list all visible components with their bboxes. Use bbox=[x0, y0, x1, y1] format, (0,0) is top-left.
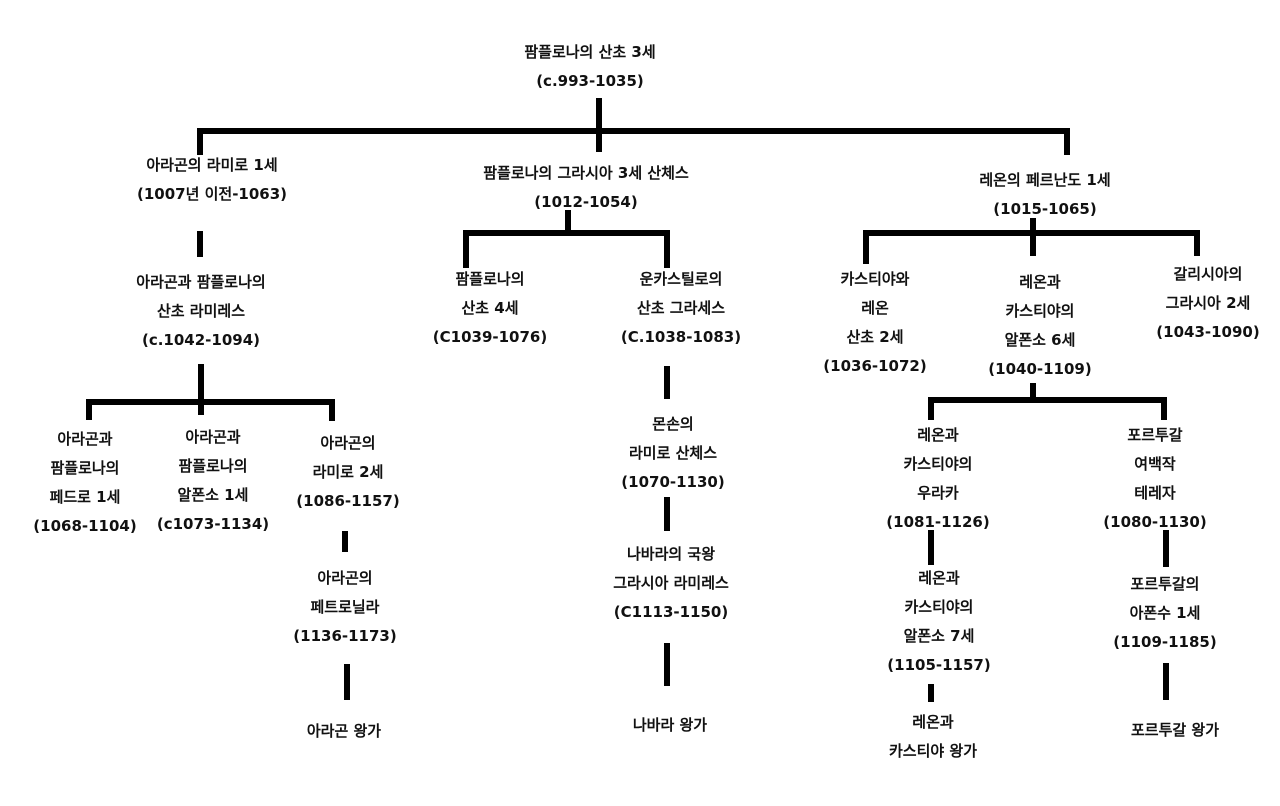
node-name: 레온과 bbox=[918, 569, 960, 587]
node-garcia-iii: 팜플로나의 그라시아 3세 산체스 (1012-1054) bbox=[483, 159, 689, 217]
node-name: 레온과 bbox=[912, 713, 954, 731]
node-name: 아라곤과 팜플로나의 bbox=[136, 273, 266, 291]
node-name: 몬손의 bbox=[652, 415, 694, 433]
node-sancho-garces: 운카스틸로의 산초 그라세스 (C.1038-1083) bbox=[621, 265, 741, 352]
node-dates: (C1039-1076) bbox=[432, 328, 548, 346]
node-name: 카스티야의 bbox=[1005, 302, 1075, 320]
node-name: 카스티야의 bbox=[904, 598, 974, 616]
node-name: 아라곤과 bbox=[57, 430, 113, 448]
node-dates: (1007년 이전-1063) bbox=[136, 185, 288, 203]
node-dates: (1068-1104) bbox=[33, 517, 137, 535]
node-name: 레온과 bbox=[917, 426, 959, 444]
node-name: 라미로 2세 bbox=[312, 463, 384, 481]
node-fernando-i: 레온의 페르난도 1세 (1015-1065) bbox=[979, 166, 1110, 224]
node-name: 알폰소 7세 bbox=[903, 627, 975, 645]
node-dates: (1080-1130) bbox=[1103, 513, 1207, 531]
node-name: 우라카 bbox=[917, 484, 959, 502]
node-name: 아라곤의 라미로 1세 bbox=[146, 156, 278, 174]
node-house-of-aragon: 아라곤 왕가 bbox=[307, 717, 381, 746]
node-name: 알폰소 1세 bbox=[177, 486, 249, 504]
node-ramiro-i: 아라곤의 라미로 1세 (1007년 이전-1063) bbox=[137, 151, 287, 209]
node-name: 레온과 bbox=[1019, 273, 1061, 291]
node-name: 그라시아 2세 bbox=[1165, 294, 1251, 312]
node-petronila: 아라곤의 페트로닐라 (1136-1173) bbox=[293, 564, 396, 651]
node-garcia-ii: 갈리시아의 그라시아 2세 (1043-1090) bbox=[1156, 260, 1259, 347]
node-house-of-navarre: 나바라 왕가 bbox=[633, 711, 707, 740]
node-dates: (1081-1126) bbox=[886, 513, 990, 531]
node-name: 카스티야 왕가 bbox=[888, 742, 978, 760]
node-garcia-ramirez: 나바라의 국왕 그라시아 라미레스 (C1113-1150) bbox=[613, 540, 729, 627]
node-dates: (c.993-1035) bbox=[536, 72, 644, 90]
node-name: 산초 라미레스 bbox=[156, 302, 246, 320]
node-name: 운카스틸로의 bbox=[639, 270, 723, 288]
node-name: 테레자 bbox=[1134, 484, 1176, 502]
node-name: 여백작 bbox=[1134, 455, 1176, 473]
node-ramiro-ii: 아라곤의 라미로 2세 (1086-1157) bbox=[296, 429, 399, 516]
node-dates: (1036-1072) bbox=[823, 357, 927, 375]
node-dates: (c1073-1134) bbox=[156, 515, 270, 533]
node-dates: (1040-1109) bbox=[988, 360, 1092, 378]
node-name: 팜플로나의 bbox=[178, 457, 248, 475]
node-sancho-ramirez: 아라곤과 팜플로나의 산초 라미레스 (c.1042-1094) bbox=[136, 268, 265, 355]
node-house-of-castile-leon: 레온과 카스티야 왕가 bbox=[889, 708, 977, 766]
node-alfonso-i: 아라곤과 팜플로나의 알폰소 1세 (c1073-1134) bbox=[157, 423, 269, 539]
node-name: 아라곤의 bbox=[317, 569, 373, 587]
node-pedro-i: 아라곤과 팜플로나의 페드로 1세 (1068-1104) bbox=[33, 425, 136, 541]
node-teresa: 포르투갈 여백작 테레자 (1080-1130) bbox=[1103, 421, 1206, 537]
node-alfonso-vii: 레온과 카스티야의 알폰소 7세 (1105-1157) bbox=[887, 564, 990, 680]
node-sancho-iv: 팜플로나의 산초 4세 (C1039-1076) bbox=[433, 265, 547, 352]
node-dates: (1086-1157) bbox=[296, 492, 400, 510]
node-name: 라미로 산체스 bbox=[628, 444, 718, 462]
node-name: 아라곤의 bbox=[320, 434, 376, 452]
node-name: 포르투갈 왕가 bbox=[1130, 721, 1220, 739]
node-name: 갈리시아의 bbox=[1173, 265, 1243, 283]
node-name: 아라곤 왕가 bbox=[306, 722, 382, 740]
node-alfonso-vi: 레온과 카스티야의 알폰소 6세 (1040-1109) bbox=[988, 268, 1091, 384]
node-urraca: 레온과 카스티야의 우라카 (1081-1126) bbox=[886, 421, 989, 537]
node-dates: (1015-1065) bbox=[993, 200, 1097, 218]
node-name: 팜플로나의 산초 3세 bbox=[524, 43, 656, 61]
node-dates: (C1113-1150) bbox=[613, 603, 729, 621]
node-name: 카스티야와 bbox=[840, 270, 910, 288]
node-name: 레온 bbox=[861, 299, 889, 317]
node-name: 페드로 1세 bbox=[49, 488, 121, 506]
node-name: 산초 그라세스 bbox=[636, 299, 726, 317]
node-name: 포르투갈 bbox=[1127, 426, 1183, 444]
node-name: 팜플로나의 bbox=[455, 270, 525, 288]
node-name: 산초 4세 bbox=[461, 299, 519, 317]
node-dates: (1043-1090) bbox=[1156, 323, 1260, 341]
node-sancho-iii: 팜플로나의 산초 3세 (c.993-1035) bbox=[524, 38, 655, 96]
node-dates: (1105-1157) bbox=[887, 656, 991, 674]
node-name: 팜플로나의 bbox=[50, 459, 120, 477]
node-name: 알폰소 6세 bbox=[1004, 331, 1076, 349]
node-afonso-i: 포르투갈의 아폰수 1세 (1109-1185) bbox=[1113, 570, 1216, 657]
node-name: 나바라의 국왕 bbox=[626, 545, 716, 563]
node-name: 아폰수 1세 bbox=[1129, 604, 1201, 622]
node-name: 산초 2세 bbox=[846, 328, 904, 346]
node-name: 나바라 왕가 bbox=[632, 716, 708, 734]
node-name: 팜플로나의 그라시아 3세 산체스 bbox=[483, 164, 689, 182]
node-name: 카스티야의 bbox=[903, 455, 973, 473]
node-dates: (1109-1185) bbox=[1113, 633, 1217, 651]
node-house-of-portugal: 포르투갈 왕가 bbox=[1131, 716, 1219, 745]
node-dates: (1012-1054) bbox=[534, 193, 638, 211]
node-dates: (1070-1130) bbox=[621, 473, 725, 491]
node-name: 아라곤과 bbox=[185, 428, 241, 446]
node-ramiro-sanchez: 몬손의 라미로 산체스 (1070-1130) bbox=[621, 410, 724, 497]
node-name: 포르투갈의 bbox=[1130, 575, 1200, 593]
node-dates: (C.1038-1083) bbox=[620, 328, 742, 346]
node-dates: (1136-1173) bbox=[293, 627, 397, 645]
node-dates: (c.1042-1094) bbox=[141, 331, 261, 349]
node-sancho-ii: 카스티야와 레온 산초 2세 (1036-1072) bbox=[823, 265, 926, 381]
node-name: 레온의 페르난도 1세 bbox=[979, 171, 1111, 189]
node-name: 그라시아 라미레스 bbox=[613, 574, 729, 592]
node-name: 페트로닐라 bbox=[310, 598, 380, 616]
